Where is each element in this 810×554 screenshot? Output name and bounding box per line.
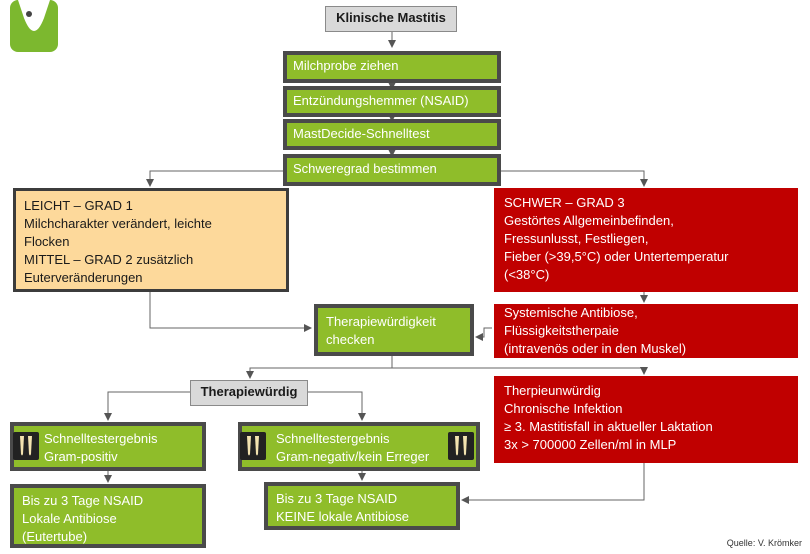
test-tube-icon bbox=[240, 432, 266, 460]
test-tube-icon bbox=[448, 432, 474, 460]
unwuerdig-line: 3x > 700000 Zellen/ml in MLP bbox=[504, 437, 677, 452]
test-tube-icon bbox=[13, 432, 39, 460]
start-box: Klinische Mastitis bbox=[325, 6, 457, 32]
step-schweregrad: Schweregrad bestimmen bbox=[283, 154, 501, 186]
leicht-line: LEICHT – GRAD 1 bbox=[24, 198, 133, 213]
treat-pos-line: (Eutertube) bbox=[22, 529, 88, 544]
schwer-line: (<38°C) bbox=[504, 267, 550, 282]
step-label: MastDecide-Schnelltest bbox=[293, 126, 430, 141]
leicht-mittel-box: LEICHT – GRAD 1 Milchcharakter verändert… bbox=[13, 188, 289, 292]
step-milchprobe: Milchprobe ziehen bbox=[283, 51, 501, 83]
treat-pos-line: Bis zu 3 Tage NSAID bbox=[22, 493, 144, 508]
source-credit: Quelle: V. Krömker bbox=[726, 538, 802, 548]
check-line: Therapiewürdigkeit bbox=[326, 314, 436, 329]
schwer-box: SCHWER – GRAD 3 Gestörtes Allgemeinbefin… bbox=[494, 188, 798, 292]
leicht-line: Euterveränderungen bbox=[24, 270, 143, 285]
treat-pos-line: Lokale Antibiose bbox=[22, 511, 117, 526]
gram-neg-line: Schnelltestergebnis bbox=[276, 431, 390, 446]
schwer-line: Fressunlusst, Festliegen, bbox=[504, 231, 649, 246]
schwer-line: Gestörtes Allgemeinbefinden, bbox=[504, 213, 674, 228]
treat-neg-line: KEINE lokale Antibiose bbox=[276, 509, 409, 524]
gram-pos-line: Schnelltestergebnis bbox=[44, 431, 158, 446]
therapieunwuerdig-box: Therpieunwürdig Chronische Infektion ≥ 3… bbox=[494, 376, 798, 463]
therapiewuerdig-box: Therapiewürdig bbox=[190, 380, 308, 406]
gram-pos-line: Gram-positiv bbox=[44, 449, 118, 464]
systemisch-line: Flüssigkeitstherpaie bbox=[504, 323, 619, 338]
step-label: Schweregrad bestimmen bbox=[293, 161, 437, 176]
check-line: checken bbox=[326, 332, 375, 347]
step-nsaid: Entzündungshemmer (NSAID) bbox=[283, 86, 501, 117]
unwuerdig-line: Therpieunwürdig bbox=[504, 383, 601, 398]
treatment-gram-negativ-box: Bis zu 3 Tage NSAID KEINE lokale Antibio… bbox=[264, 482, 460, 530]
step-schnelltest: MastDecide-Schnelltest bbox=[283, 119, 501, 150]
systemisch-box: Systemische Antibiose, Flüssigkeitstherp… bbox=[494, 304, 798, 358]
cow-logo-icon bbox=[10, 0, 58, 52]
schwer-line: SCHWER – GRAD 3 bbox=[504, 195, 625, 210]
leicht-line: Milchcharakter verändert, leichte bbox=[24, 216, 212, 231]
therapiewuerdig-label: Therapiewürdig bbox=[200, 384, 298, 399]
systemisch-line: (intravenös oder in den Muskel) bbox=[504, 341, 687, 356]
step-label: Entzündungshemmer (NSAID) bbox=[293, 93, 469, 108]
treat-neg-line: Bis zu 3 Tage NSAID bbox=[276, 491, 398, 506]
leicht-line: MITTEL – GRAD 2 zusätzlich bbox=[24, 252, 194, 267]
gram-negativ-box: Schnelltestergebnis Gram-negativ/kein Er… bbox=[238, 422, 480, 471]
step-label: Milchprobe ziehen bbox=[293, 58, 399, 73]
schwer-line: Fieber (>39,5°C) oder Untertemperatur bbox=[504, 249, 729, 264]
treatment-gram-positiv-box: Bis zu 3 Tage NSAID Lokale Antibiose (Eu… bbox=[10, 484, 206, 548]
gram-positiv-box: Schnelltestergebnis Gram-positiv bbox=[10, 422, 206, 471]
gram-neg-line: Gram-negativ/kein Erreger bbox=[276, 449, 430, 464]
check-box: Therapiewürdigkeit checken bbox=[314, 304, 474, 356]
systemisch-line: Systemische Antibiose, bbox=[504, 305, 638, 320]
unwuerdig-line: Chronische Infektion bbox=[504, 401, 623, 416]
leicht-line: Flocken bbox=[24, 234, 70, 249]
unwuerdig-line: ≥ 3. Mastitisfall in aktueller Laktation bbox=[504, 419, 713, 434]
start-label: Klinische Mastitis bbox=[336, 10, 446, 25]
